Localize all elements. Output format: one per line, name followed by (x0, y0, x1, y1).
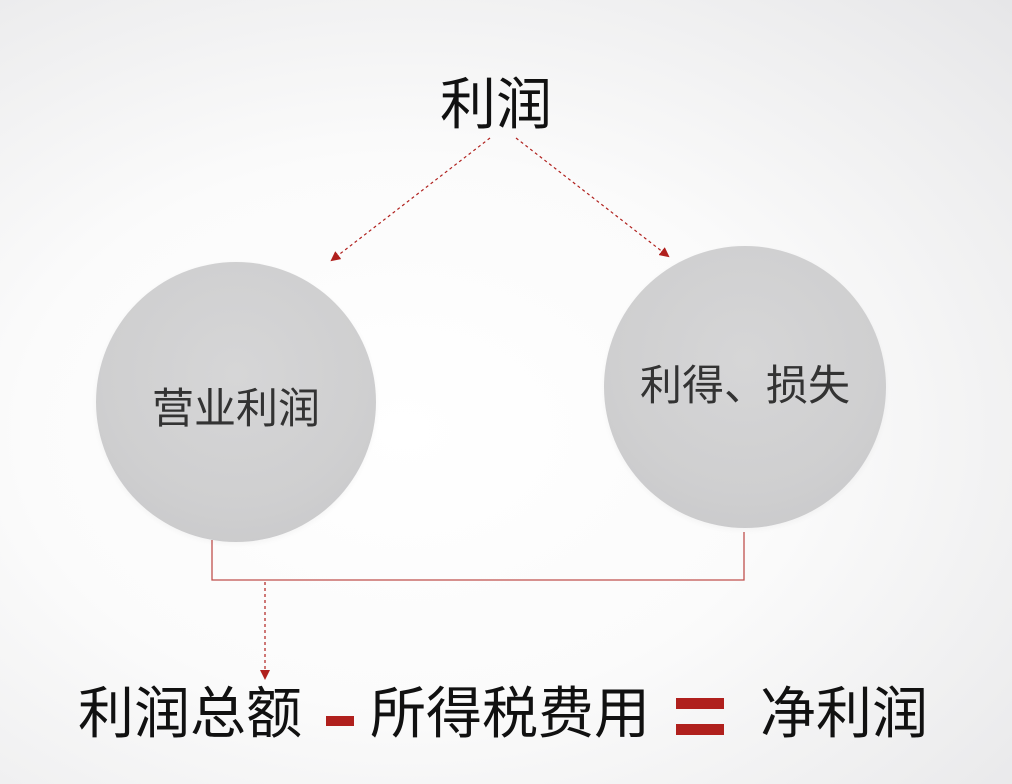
arrow-to-operating-profit (330, 137, 491, 262)
gains-losses-circle: 利得、损失 (604, 246, 886, 528)
diagram-title: 利润 (440, 73, 552, 138)
combine-bracket (211, 532, 745, 581)
gains-losses-label: 利得、损失 (639, 360, 850, 410)
income-tax-label: 所得税费用 (370, 682, 650, 747)
equals-sign (676, 694, 724, 738)
operating-profit-label: 营业利润 (151, 383, 320, 433)
total-profit-label: 利润总额 (78, 682, 302, 747)
net-profit-label: 净利润 (760, 682, 928, 747)
equals-bar-top (676, 698, 724, 709)
equals-bar-bottom (676, 724, 724, 735)
operating-profit-circle: 营业利润 (96, 262, 376, 542)
arrow-to-gains-losses (515, 137, 670, 258)
minus-sign (326, 716, 354, 726)
net-profit-equation: 利润总额 所得税费用 净利润 (0, 670, 1012, 760)
